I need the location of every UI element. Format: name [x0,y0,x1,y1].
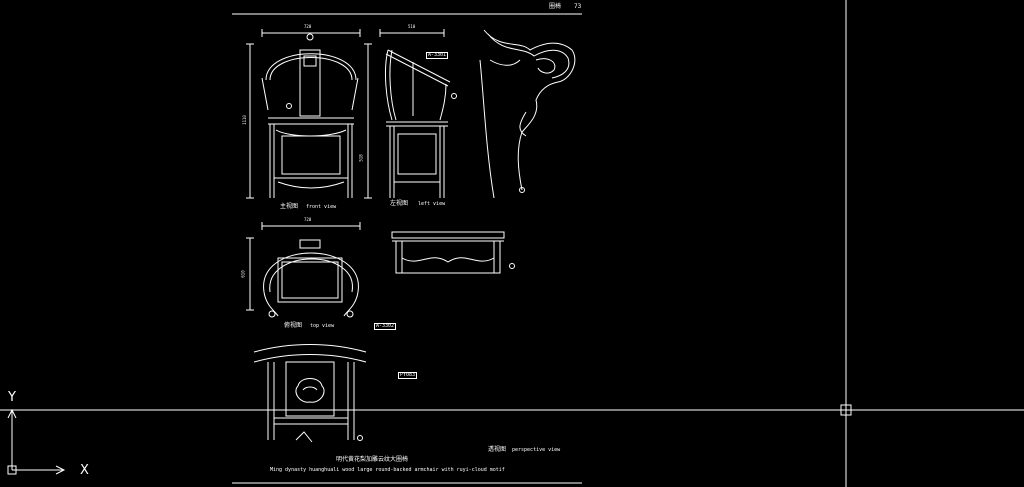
left-width-dim: 510 [408,24,416,29]
cloud-carving-detail [479,29,576,199]
front-height-dim: 1110 [241,115,247,125]
top-view-label-cn: 俯视图 [284,322,303,329]
left-view-label-en: left view [418,201,446,207]
caption-cn: 明代黄花梨加雕云纹大圈椅 [336,456,409,463]
top-width-dim: 720 [304,217,312,222]
front-width-dim: 720 [304,24,312,29]
top-view-label-en: top view [310,323,335,329]
apron-detail-drawing [391,231,515,274]
sheet-header-title: 圈椅 [549,3,562,10]
left-seat-dim: 518 [358,154,364,162]
front-view-label-cn: 主视图 [280,203,299,210]
ucs-x-label: X [80,463,89,478]
perspective-tag: PY083 [398,372,418,379]
left-view-label-cn: 左视图 [390,200,409,207]
front-view-drawing [246,29,361,199]
ucs-icon [7,408,66,475]
ucs-y-label: Y [8,390,16,405]
top-view-drawing [246,222,361,318]
perspective-view-drawing [253,344,367,443]
front-view-label-en: front view [306,204,337,210]
sheet-page-number: 73 [574,3,582,10]
caption-en: Ming dynasty huanghuali wood large round… [270,467,505,473]
perspective-view-label-cn: 透视图 [488,446,507,453]
left-view-tag: A-3301 [426,52,449,59]
left-view-drawing [364,29,457,199]
top-view-tag: A-3302 [374,323,397,330]
crosshair-pickbox [840,404,852,416]
top-depth-dim: 610 [240,270,246,278]
perspective-view-label-en: perspective view [512,447,561,453]
